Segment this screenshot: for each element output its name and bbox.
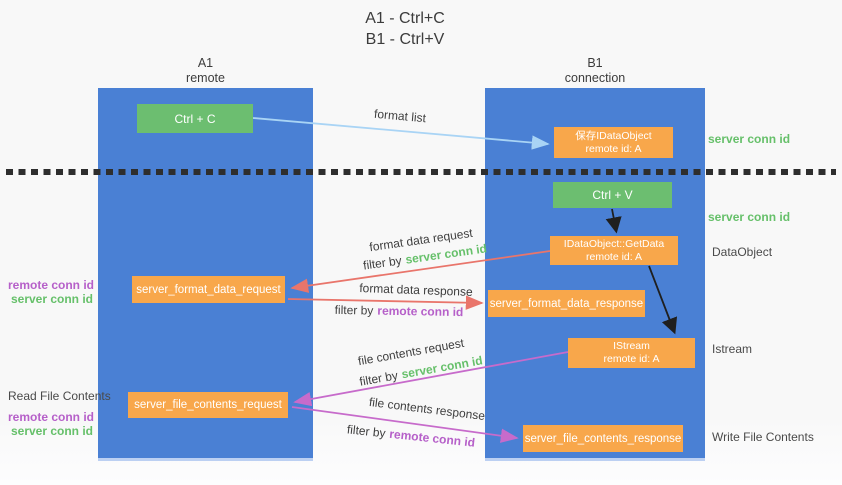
annotation-server-conn-id-2: server conn id [10,424,93,438]
annotation-server-conn-id-1: server conn id [10,292,93,306]
filter-by-text: filter by [346,422,387,441]
node-server-format-data-request: server_format_data_request [132,276,285,303]
remote-conn-id-text: remote conn id [388,426,476,450]
right-column-header: B1 connection [485,56,705,86]
node-file-request-label: server_file_contents_request [134,399,282,411]
annotation-dataobject: DataObject [712,245,773,259]
node-format-request-label: server_format_data_request [136,283,281,296]
node-save-dataobject: 保存IDataObject remote id: A [554,127,673,158]
node-istream-line2: remote id: A [603,353,660,365]
right-column-role: connection [564,71,626,85]
annotation-remote-conn-id-2: remote conn id [8,410,95,424]
node-save-dataobject-line2: remote id: A [585,142,642,155]
title-line-2: B1 - Ctrl+V [365,31,445,48]
node-getdata-line2: remote id: A [585,250,643,263]
annotation-istream: Istream [712,342,753,356]
left-column-name: A1 [197,56,214,70]
node-ctrl-c: Ctrl + C [137,104,253,133]
node-getdata-line1: IDataObject::GetData [563,237,665,250]
annotation-read-file-contents: Read File Contents [8,389,111,403]
filter-by-text: filter by [362,253,403,273]
arrow-format-data-response [287,295,484,310]
node-ctrl-v-label: Ctrl + V [592,188,633,202]
left-column-role: remote [186,71,225,85]
node-server-format-data-response: server_format_data_response [488,290,645,317]
node-format-response-label: server_format_data_response [489,297,644,310]
annotation-write-file-contents: Write File Contents [712,430,814,444]
node-server-file-contents-request: server_file_contents_request [128,392,288,418]
annotation-server-conn-id-mid: server conn id [708,210,791,224]
diagram-title: A1 - Ctrl+C B1 - Ctrl+V [0,8,810,50]
node-server-file-contents-response: server_file_contents_response [523,425,683,452]
annotation-remote-conn-id-1: remote conn id [8,278,95,292]
filter-by-text: filter by [358,368,399,389]
node-ctrl-c-label: Ctrl + C [174,111,216,126]
remote-conn-id-text: remote conn id [377,303,464,320]
label-format-list: format list [373,106,427,126]
title-line-1: A1 - Ctrl+C [365,10,445,27]
filter-by-text: filter by [334,302,374,318]
node-idataobject-getdata: IDataObject::GetData remote id: A [550,236,678,265]
node-ctrl-v: Ctrl + V [553,182,672,208]
node-save-dataobject-line1: 保存IDataObject [575,129,652,142]
right-column-name: B1 [587,56,603,70]
annotation-server-conn-id-top: server conn id [708,132,791,146]
label-file-contents-response: file contents response [368,394,486,424]
label-format-data-response: format data response [359,281,473,299]
node-file-response-label: server_file_contents_response [524,432,682,445]
node-istream: IStream remote id: A [568,338,695,368]
left-column-header: A1 remote [98,56,313,86]
node-istream-line1: IStream [613,340,650,352]
